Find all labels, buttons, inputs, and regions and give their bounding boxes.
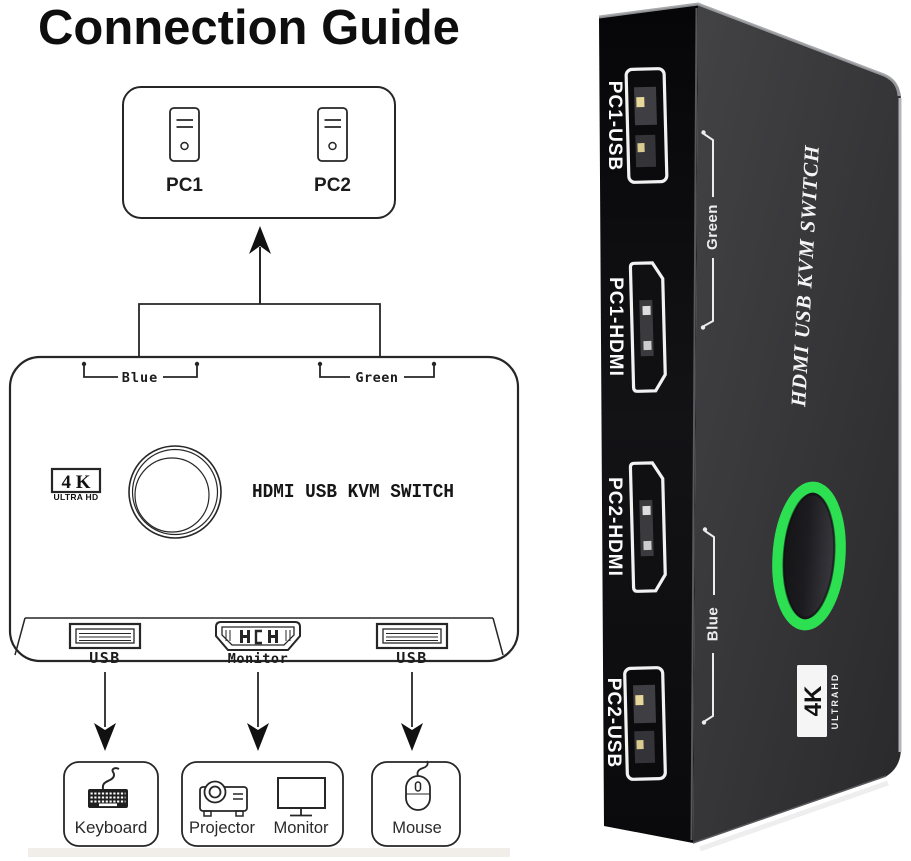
device-shadow — [699, 780, 889, 852]
pc-group-box — [122, 86, 396, 219]
pc2-hdmi-label: PC2-HDMI — [604, 477, 625, 577]
pc1-usb-label: PC1-USB — [604, 81, 625, 171]
monitor-label: Monitor — [273, 819, 329, 837]
keyboard-icon — [88, 767, 128, 808]
ridge-edge — [690, 7, 698, 841]
pc-tower-icon — [317, 107, 348, 162]
usb-port — [68, 622, 142, 650]
pc2-label: PC2 — [314, 175, 351, 196]
kvm-switch-photo: PC1-USB PC1-HDMI PC2-HDMI — [598, 2, 902, 852]
blue-cable-label: Blue — [705, 607, 722, 642]
green-ring-button — [772, 481, 846, 631]
hdmi-port — [628, 261, 667, 393]
arrow-down-icon — [247, 672, 269, 751]
bottom-bevel — [692, 775, 887, 844]
mouse-icon — [405, 760, 431, 811]
keyboard-box — [63, 761, 159, 847]
blue-cable-bracket — [701, 527, 715, 725]
usb-port — [623, 666, 667, 781]
arrow-down-icon — [94, 672, 116, 751]
4k-badge: 4 K ULTRA HD — [50, 467, 102, 502]
hdmi-port — [215, 621, 301, 651]
uhd-badge-text: ULTRA HD — [54, 492, 99, 502]
pc-tower-icon — [169, 107, 200, 162]
arrow-up-icon — [249, 226, 271, 304]
mouse-label: Mouse — [392, 819, 442, 837]
device-face — [693, 4, 901, 843]
monitor-icon — [277, 777, 326, 817]
usb-port-label: USB — [89, 649, 121, 667]
cable-merge-bracket — [138, 303, 381, 356]
usb-port-label: USB — [396, 649, 428, 667]
switch-title: HDMI USB KVM SWITCH — [252, 481, 454, 503]
projector-icon — [199, 780, 248, 817]
green-cable-bracket — [700, 130, 714, 330]
4k-badge: 4K ULTRAHD — [797, 665, 840, 737]
4k-badge-text: 4 K — [61, 472, 90, 493]
usb-port — [375, 622, 449, 650]
uhd-badge-text: ULTRAHD — [830, 673, 840, 730]
hdmi-port — [628, 461, 667, 593]
top-bevel — [598, 2, 901, 97]
hdmi-pins — [240, 630, 278, 643]
arrow-down-icon — [401, 672, 423, 751]
keyboard-label: Keyboard — [75, 818, 148, 837]
device-side-panel — [599, 4, 698, 843]
blue-cable-label: Blue — [122, 370, 159, 386]
green-cable-label: Green — [355, 370, 398, 386]
projector-label: Projector — [189, 819, 256, 837]
blue-cable-bracket — [81, 361, 200, 378]
pc1-hdmi-label: PC1-HDMI — [605, 277, 626, 377]
switch-button-drawing — [128, 445, 222, 539]
4k-badge-text: 4K — [800, 685, 827, 716]
pc2-usb-label: PC2-USB — [603, 678, 624, 768]
mouse-box — [371, 761, 461, 847]
green-cable-bracket — [317, 361, 437, 378]
pc1-label: PC1 — [166, 175, 203, 196]
usb-port — [624, 67, 669, 184]
page-title: Connection Guide — [38, 1, 460, 55]
green-cable-label: Green — [704, 204, 721, 250]
kvm-switch-drawing — [8, 355, 520, 663]
page-strip — [28, 848, 510, 857]
front-panel-edge — [14, 617, 504, 656]
display-box — [181, 761, 344, 847]
monitor-port-label: Monitor — [228, 651, 288, 667]
connection-diagram: PC1 PC2 Blue — [8, 86, 520, 857]
